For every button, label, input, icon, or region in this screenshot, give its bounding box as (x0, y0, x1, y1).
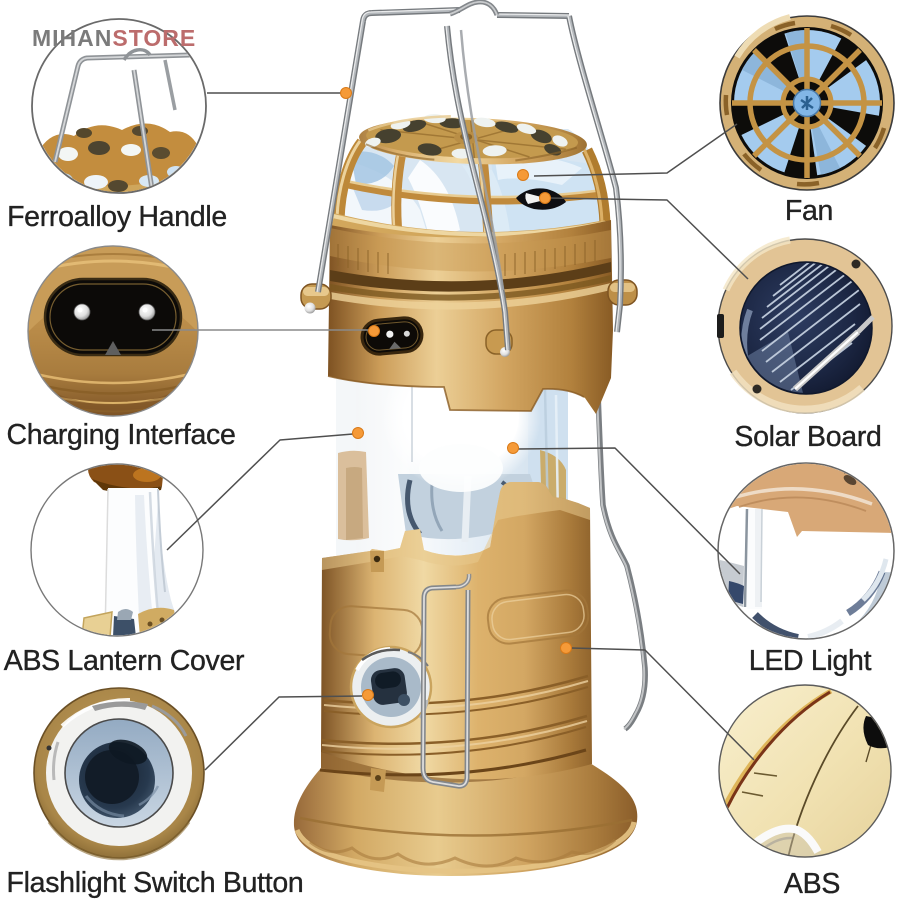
svg-text:LED Light: LED Light (749, 645, 872, 677)
svg-text:Flashlight Switch Button: Flashlight Switch Button (7, 867, 304, 899)
svg-text:MIHANSTORE: MIHANSTORE (32, 25, 196, 51)
svg-text:Charging Interface: Charging Interface (6, 419, 235, 451)
svg-text:ABS: ABS (784, 868, 840, 900)
svg-text:Solar Board: Solar Board (734, 421, 881, 453)
svg-text:Ferroalloy Handle: Ferroalloy Handle (7, 201, 227, 233)
svg-text:Fan: Fan (785, 195, 833, 227)
svg-text:ABS Lantern Cover: ABS Lantern Cover (4, 645, 245, 677)
